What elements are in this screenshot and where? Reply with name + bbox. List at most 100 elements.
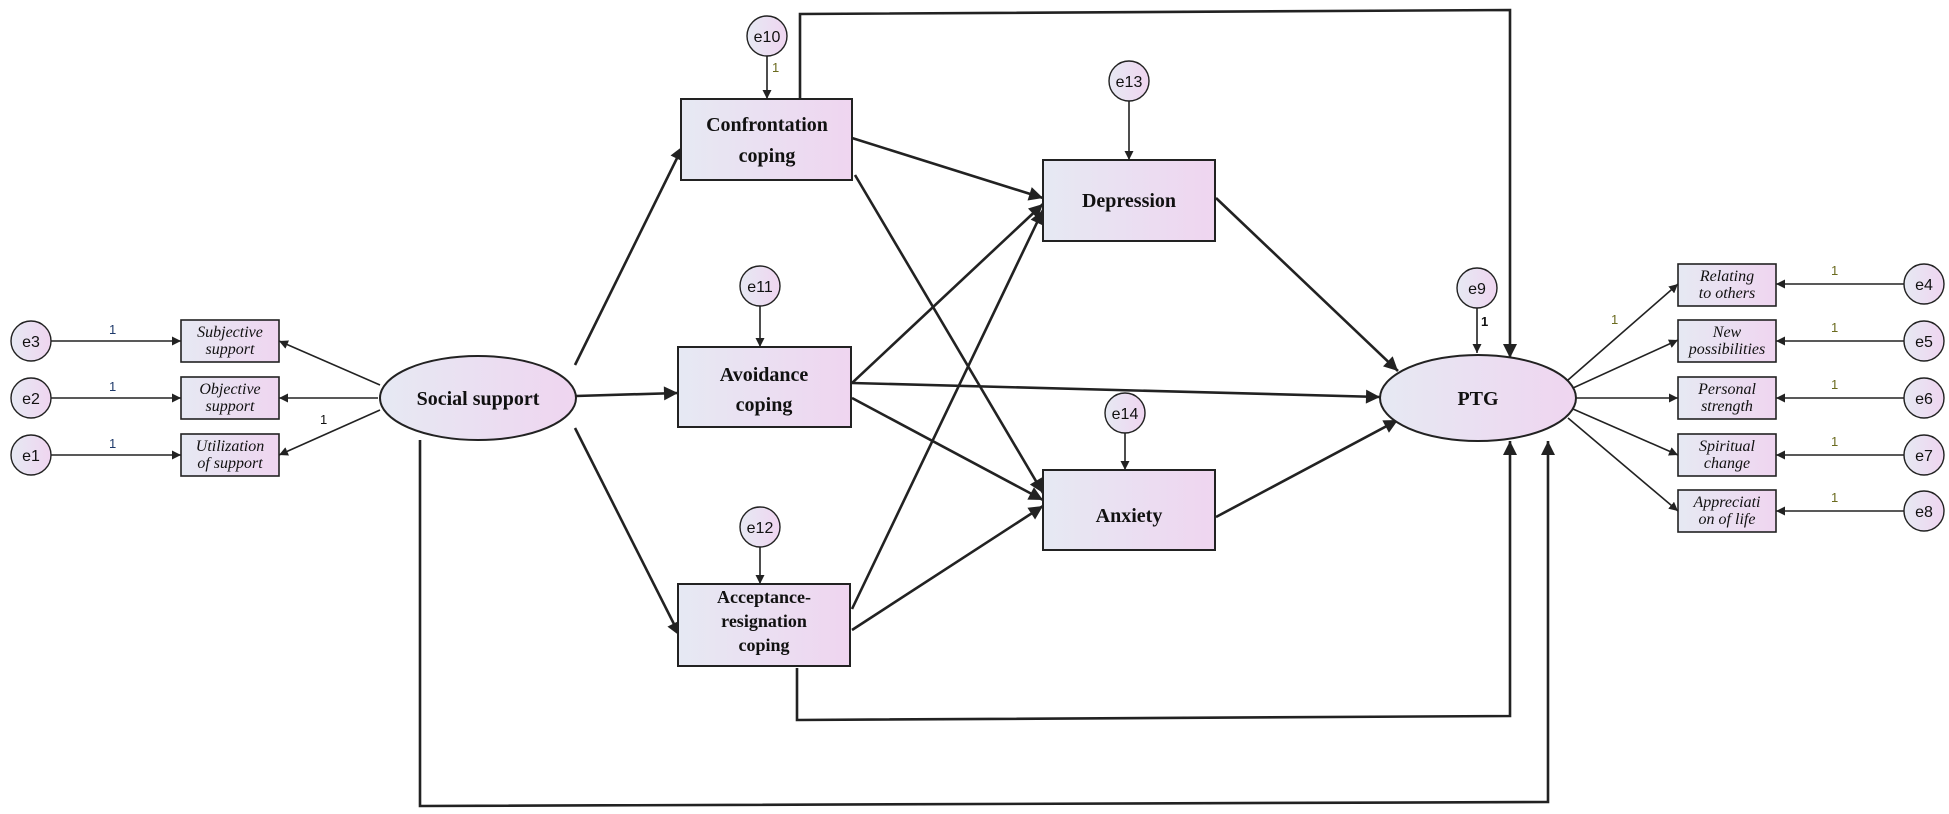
path-ss-to-confrontation bbox=[573, 145, 685, 366]
error-label-e8: e8 bbox=[1915, 504, 1933, 521]
anxiety-label: Anxiety bbox=[1096, 505, 1163, 527]
acceptance-label-line1: Acceptance- bbox=[717, 587, 811, 607]
disturbance-node-e11[interactable] bbox=[739, 265, 781, 307]
construct-depression[interactable] bbox=[1042, 159, 1216, 242]
error-node-e2[interactable] bbox=[10, 377, 52, 419]
avoidance-label-line1: Avoidance bbox=[720, 364, 809, 386]
disturbance-label-e11: e11 bbox=[747, 279, 773, 296]
confrontation-label-line1: Confrontation bbox=[706, 114, 828, 136]
error-node-e8[interactable] bbox=[1903, 490, 1945, 532]
error-weight-e1: 1 bbox=[109, 436, 116, 451]
disturbance-weight-e9: 1 bbox=[1481, 314, 1488, 329]
path-confrontation-to-depression bbox=[851, 136, 1044, 201]
disturbance-node-e13[interactable] bbox=[1108, 60, 1150, 102]
disturbance-node-e10[interactable] bbox=[746, 15, 788, 57]
error-node-e4[interactable] bbox=[1903, 263, 1945, 305]
disturbance-terms: e10 1 e11 e12 e13 e14 e9 1 bbox=[739, 15, 1498, 584]
error-node-e5[interactable] bbox=[1903, 320, 1945, 362]
loading-ptg-relating bbox=[1567, 283, 1679, 381]
construct-acceptance-resignation-coping[interactable] bbox=[677, 583, 851, 667]
indicator-relating-line2: to others bbox=[1699, 285, 1755, 302]
avoidance-label-line2: coping bbox=[736, 394, 793, 416]
indicator-relating-line1: Relating bbox=[1699, 268, 1754, 285]
indicator-new-possibilities-line1: New bbox=[1712, 324, 1742, 341]
error-weight-e8: 1 bbox=[1831, 490, 1838, 505]
ptg-measurement: 1 Relating to others New possibilities P… bbox=[1567, 263, 1945, 533]
indicator-utilization-of-support[interactable] bbox=[180, 433, 280, 477]
error-node-e6[interactable] bbox=[1903, 377, 1945, 419]
construct-social-support-label: Social support bbox=[417, 388, 540, 410]
disturbance-node-e14[interactable] bbox=[1104, 392, 1146, 434]
loading-ptg-new-possibilities bbox=[1572, 339, 1679, 389]
indicator-utilization-line1: Utilization bbox=[196, 438, 264, 455]
error-weight-e6: 1 bbox=[1831, 377, 1838, 392]
indicator-objective-support-line2: support bbox=[206, 398, 255, 415]
indicator-appreciation-line2: on of life bbox=[1699, 511, 1756, 528]
path-depression-to-ptg bbox=[1215, 197, 1399, 372]
error-label-e7: e7 bbox=[1915, 448, 1933, 465]
path-avoidance-to-anxiety bbox=[851, 396, 1044, 502]
indicator-objective-support[interactable] bbox=[180, 376, 280, 420]
indicator-utilization-line2: of support bbox=[197, 455, 263, 472]
path-ss-to-ptg bbox=[418, 440, 1555, 808]
error-label-e2: e2 bbox=[22, 391, 40, 408]
error-label-e4: e4 bbox=[1915, 277, 1933, 294]
construct-anxiety[interactable] bbox=[1042, 469, 1216, 551]
error-node-e3[interactable] bbox=[10, 320, 52, 362]
error-weight-e5: 1 bbox=[1831, 320, 1838, 335]
loading-ss-utilization bbox=[278, 409, 381, 456]
error-weight-e4: 1 bbox=[1831, 263, 1838, 278]
construct-ptg-label: PTG bbox=[1457, 388, 1499, 410]
indicator-appreciation-of-life[interactable] bbox=[1677, 489, 1777, 533]
indicator-subjective-support-line2: support bbox=[206, 341, 255, 358]
error-node-e1[interactable] bbox=[10, 434, 52, 476]
error-node-e7[interactable] bbox=[1903, 434, 1945, 476]
social-support-measurement: 1 Subjective support Objective support U… bbox=[10, 319, 381, 477]
loading-ss-subjective bbox=[278, 340, 381, 386]
indicator-appreciation-line1: Appreciati bbox=[1693, 494, 1761, 511]
structural-paths bbox=[418, 8, 1555, 808]
path-anxiety-to-ptg bbox=[1215, 418, 1399, 519]
indicator-relating-to-others[interactable] bbox=[1677, 263, 1777, 307]
loading-ptg-spiritual-change bbox=[1572, 408, 1679, 456]
construct-confrontation-coping[interactable] bbox=[680, 98, 853, 181]
disturbance-label-e9: e9 bbox=[1468, 281, 1486, 298]
depression-label: Depression bbox=[1082, 190, 1176, 212]
path-avoidance-to-depression bbox=[851, 203, 1044, 384]
indicator-spiritual-change[interactable] bbox=[1677, 433, 1777, 477]
path-ss-to-avoidance bbox=[575, 386, 679, 401]
construct-ptg[interactable] bbox=[1379, 354, 1577, 442]
acceptance-label-line2: resignation bbox=[721, 611, 807, 631]
disturbance-node-e12[interactable] bbox=[739, 506, 781, 548]
path-acceptance-to-ptg bbox=[795, 441, 1517, 722]
indicator-spiritual-change-line2: change bbox=[1704, 455, 1750, 472]
error-weight-e2: 1 bbox=[109, 379, 116, 394]
error-weight-e7: 1 bbox=[1831, 434, 1838, 449]
disturbance-label-e13: e13 bbox=[1116, 74, 1143, 91]
error-label-e3: e3 bbox=[22, 334, 40, 351]
path-acceptance-to-depression bbox=[850, 209, 1045, 610]
construct-social-support[interactable] bbox=[379, 355, 577, 441]
indicator-subjective-support[interactable] bbox=[180, 319, 280, 363]
disturbance-label-e10: e10 bbox=[754, 29, 781, 46]
indicator-personal-strength-line1: Personal bbox=[1697, 381, 1756, 398]
indicator-spiritual-change-line1: Spiritual bbox=[1699, 438, 1756, 455]
indicator-new-possibilities[interactable] bbox=[1677, 319, 1777, 363]
loading-ptg-appreciation bbox=[1567, 417, 1679, 512]
error-weight-e3: 1 bbox=[109, 322, 116, 337]
disturbance-node-e9[interactable] bbox=[1456, 267, 1498, 309]
path-ss-to-acceptance bbox=[573, 427, 682, 637]
indicator-objective-support-line1: Objective bbox=[199, 381, 260, 398]
path-avoidance-to-ptg bbox=[851, 381, 1381, 404]
path-acceptance-to-anxiety bbox=[851, 504, 1044, 632]
error-label-e6: e6 bbox=[1915, 391, 1933, 408]
ss-loading-weight: 1 bbox=[320, 412, 327, 427]
disturbance-label-e12: e12 bbox=[747, 520, 774, 537]
indicator-subjective-support-line1: Subjective bbox=[197, 324, 263, 341]
path-confrontation-to-ptg bbox=[798, 8, 1517, 358]
construct-avoidance-coping[interactable] bbox=[677, 346, 852, 428]
acceptance-label-line3: coping bbox=[738, 635, 789, 655]
confrontation-label-line2: coping bbox=[739, 145, 796, 167]
path-confrontation-to-anxiety bbox=[853, 174, 1045, 494]
